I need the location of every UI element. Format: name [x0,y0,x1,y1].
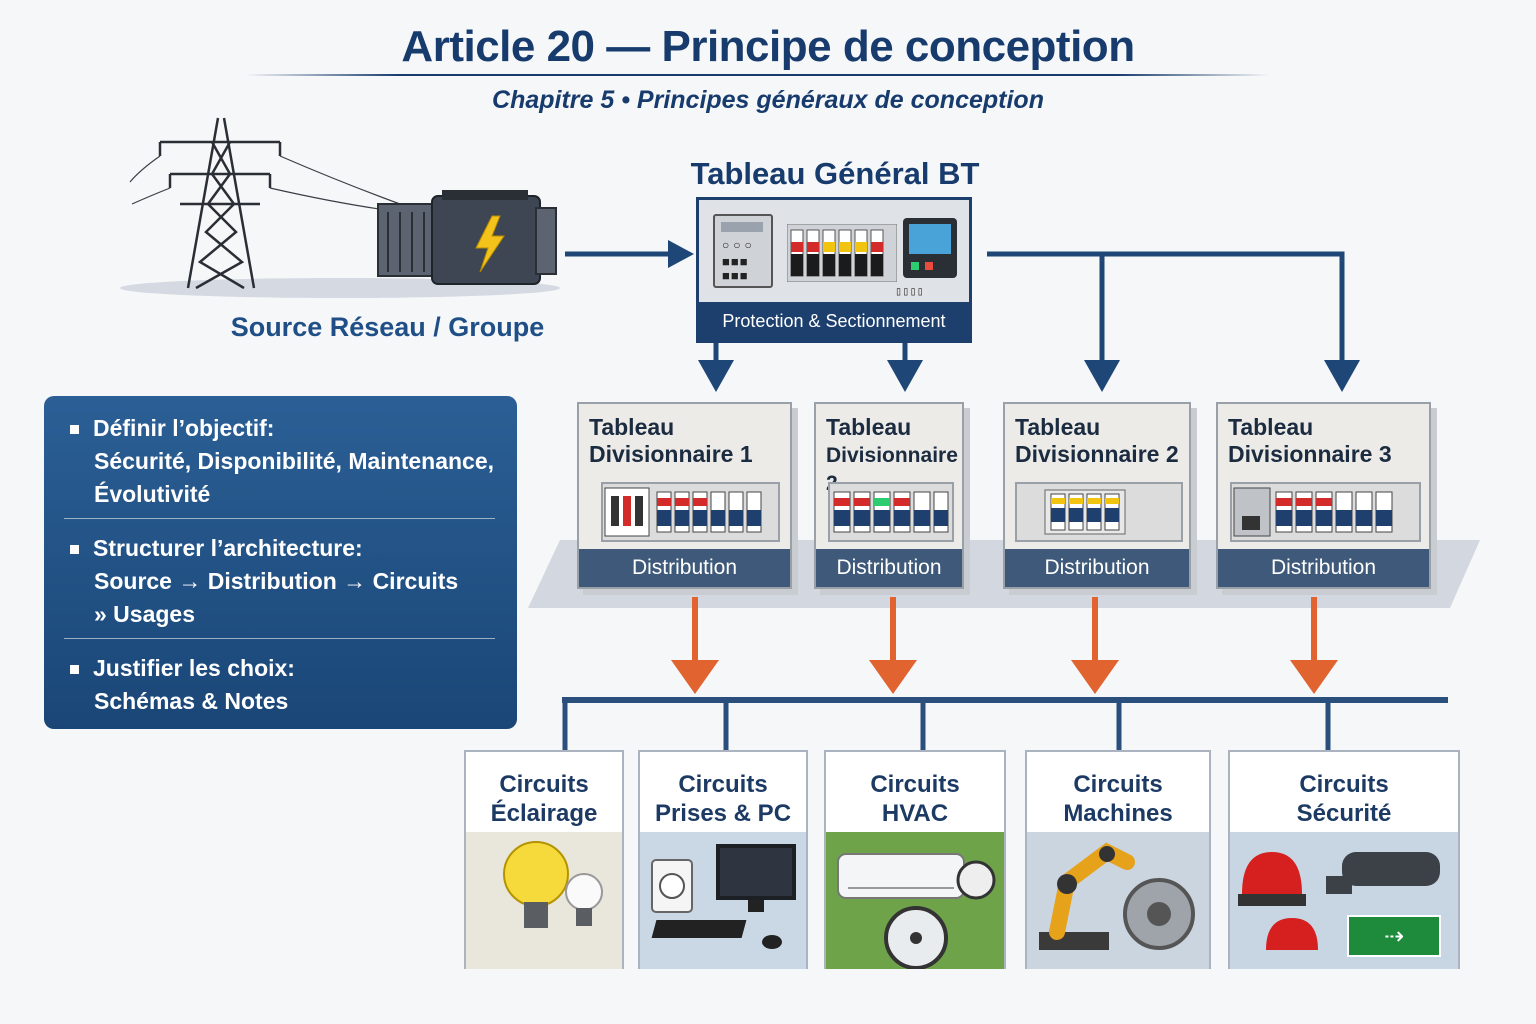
arrow-head-tgbt [668,240,694,268]
principle-detail: » Usages [94,601,196,627]
breaker-row-icon [1230,482,1421,542]
bullet-icon [70,545,79,555]
panel-title-line1: Tableau [1015,414,1101,440]
robot-arm-gear-icon [1027,832,1209,969]
panel-footer: Distribution [1005,549,1189,587]
orange-head-1 [671,660,719,694]
keypad-icon: ○○○ ■■■ ■■■ [713,214,773,288]
circuit-title-line1: Circuits [499,771,589,798]
circuit-title-line1: Circuits [870,771,960,798]
tgbt-bus-line [987,251,1345,362]
panel-title-line2: Divisionnaire 3 [1228,441,1392,467]
pylon-transformer-icon [120,117,560,298]
principle-heading: Justifier les choix: [93,655,295,681]
arrow-head-panel-1 [698,360,734,392]
panel-footer: Distribution [579,549,790,587]
circuit-title-line2: HVAC [881,800,949,827]
arrow-head-panel-4 [1324,360,1360,392]
divider [64,638,495,639]
arrow-head-panel-2 [887,360,923,392]
panel-footer: Distribution [1218,549,1429,587]
tgbt-footer: Protection & Sectionnement [699,302,969,340]
orange-head-3 [1071,660,1119,694]
arrow-head-panel-3 [1084,360,1120,392]
light-bulb-icon [466,832,622,969]
principle-architecture: Structurer l’architecture: Source → Dist… [70,532,497,631]
meter-glyph: ▯▯▯▯ [895,284,924,298]
circuit-title-line1: Circuits [678,771,768,798]
circuit-title-line2: Machines [1063,800,1173,827]
principle-objective: Définir l’objectif: Sécurité, Disponibil… [70,412,497,511]
breaker-row-icon [787,224,897,282]
panel-title-line1: Tableau [589,414,675,440]
panel-title-line2: Divisionnaire 2 [1015,441,1179,467]
principle-heading: Structurer l’architecture: [93,535,363,561]
orange-head-2 [869,660,917,694]
breaker-row-icon [828,482,954,542]
svg-text:⇢: ⇢ [1384,922,1404,950]
principle-detail: Sécurité, Disponibilité, Maintenance, [94,448,495,474]
panel-title-line1: Tableau [826,414,912,440]
breaker-row-icon [601,482,780,542]
orange-head-4 [1290,660,1338,694]
circuit-title-line2: Sécurité [1296,800,1392,827]
panel-title-line2: Divisionnaire 1 [589,441,753,467]
principle-detail: Source → Distribution → Circuits [94,568,459,594]
panel-title-line1: Tableau [1228,414,1314,440]
page-title: Article 20 — Principe de conception [401,22,1135,71]
alarm-camera-exit-icon: ⇢ [1230,832,1458,969]
title-divider [245,74,1270,76]
divider [64,518,495,519]
source-label: Source Réseau / Groupe [230,312,545,342]
bullet-icon [70,665,79,675]
air-conditioner-fan-icon [826,832,1004,969]
panel-footer: Distribution [816,549,962,587]
breaker-row-icon [1015,482,1183,542]
tgbt-panel: ○○○ ■■■ ■■■ ▯▯▯▯ Protection & Sectionnem… [696,197,972,343]
principle-detail: Évolutivité [94,481,211,507]
principles-box: Définir l’objectif: Sécurité, Disponibil… [44,396,517,729]
monitor-display-icon [903,218,957,278]
bullet-icon [70,425,79,435]
principle-heading: Définir l’objectif: [93,415,275,441]
page-subtitle: Chapitre 5 • Principes généraux de conce… [492,86,1044,114]
circuit-title-line2: Prises & PC [654,800,792,827]
circuit-title-line1: Circuits [1299,771,1389,798]
principle-detail: Schémas & Notes [94,688,289,714]
outlet-computer-icon [640,832,806,969]
circuit-title-line1: Circuits [1073,771,1163,798]
circuit-title-line2: Éclairage [490,800,598,827]
tgbt-title: Tableau Général BT [690,156,980,191]
principle-justify: Justifier les choix: Schémas & Notes [70,652,497,718]
